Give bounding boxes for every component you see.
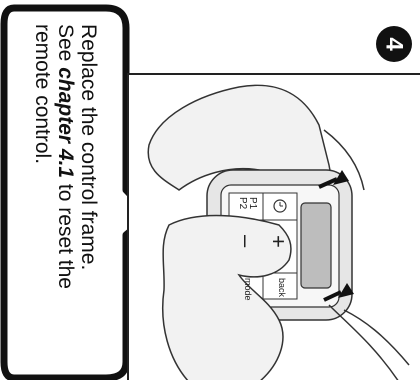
p1-label: P1	[247, 197, 257, 209]
plus-button: +	[267, 235, 289, 248]
minus-button: –	[235, 235, 257, 247]
instruction-text: Replace the control frame. See chapter 4…	[31, 24, 100, 354]
mode-button: mode	[243, 278, 252, 301]
instruction-line-1: Replace the control frame.	[77, 24, 100, 354]
display-screen	[301, 203, 331, 288]
back-button: back	[277, 278, 286, 297]
hands-holding-remote	[129, 75, 420, 380]
step-number-badge: 4	[376, 26, 412, 62]
instruction-line-3: remote control.	[31, 24, 54, 354]
illustration-panel: P1 P2 – + mode back	[127, 73, 420, 380]
chapter-reference: chapter 4.1	[54, 67, 77, 178]
p2-label: P2	[237, 197, 247, 209]
instruction-line-2: See chapter 4.1 to reset the	[54, 24, 77, 354]
